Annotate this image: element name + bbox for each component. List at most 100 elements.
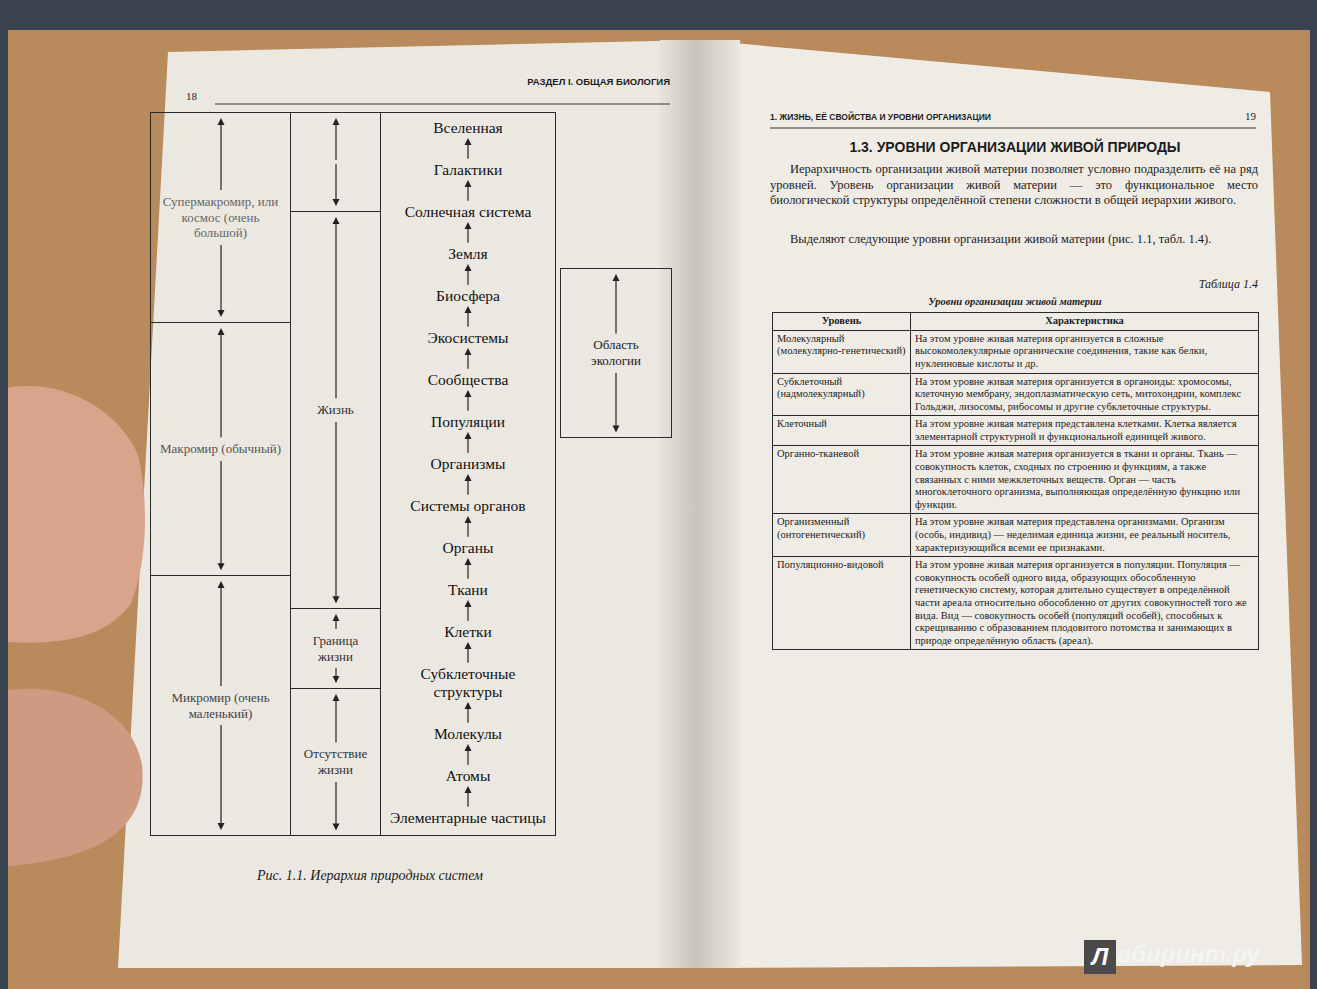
- arrow-line: [615, 373, 616, 427]
- arrow-holder: [329, 117, 343, 162]
- table-cell: Организменный (онтогенетический): [773, 514, 911, 557]
- arrow-line: [220, 123, 221, 190]
- arrow: [461, 743, 475, 767]
- table-cell-text: Популяционно-видовой: [777, 559, 906, 572]
- arrow-line: [467, 395, 468, 411]
- scale-name: Граница жизни: [293, 631, 378, 666]
- book-spine: [660, 40, 740, 968]
- arrow-line: [467, 749, 468, 765]
- scale-box: Микромир (очень маленький): [150, 575, 291, 836]
- arrow-holder: [461, 179, 475, 203]
- arrow-head: [332, 614, 339, 621]
- table-cell-text: Организменный (онтогенетический): [777, 516, 906, 541]
- scale-name: Отсутствие жизни: [293, 744, 378, 779]
- arrow-head: [332, 217, 339, 224]
- arrow: [609, 371, 623, 433]
- arrow-line: [335, 123, 336, 160]
- arrow-holder: [214, 459, 228, 571]
- arrow-head: [217, 118, 224, 125]
- arrow: [461, 473, 475, 497]
- table-column: [773, 313, 911, 650]
- arrow-holder: [329, 666, 343, 684]
- arrow: [461, 347, 475, 371]
- arrow-holder: [461, 305, 475, 329]
- blank-box: [290, 112, 381, 212]
- hierarchy-level: Атомы: [446, 767, 491, 785]
- arrow-holder: [609, 371, 623, 433]
- table-cell-text: На этом уровне живая материя организуетс…: [915, 333, 1254, 371]
- arrow-holder: [461, 263, 475, 287]
- hierarchy-level: Системы органов: [410, 497, 525, 515]
- arrow-line: [467, 437, 468, 453]
- arrow-line: [335, 782, 336, 825]
- page-text: 19: [1216, 110, 1256, 124]
- arrow: [214, 459, 228, 571]
- arrow-head: [465, 642, 472, 649]
- arrow: [329, 780, 343, 831]
- arrow-line: [467, 353, 468, 369]
- arrow-line: [467, 185, 468, 201]
- watermark: Л: [1084, 940, 1116, 974]
- page-text: РАЗДЕЛ I. ОБЩАЯ БИОЛОГИЯ: [420, 76, 670, 88]
- hierarchy-level: Солнечная система: [405, 203, 532, 221]
- arrow-holder: [329, 613, 343, 631]
- arrow-head: [465, 264, 472, 271]
- arrow-holder: [329, 162, 343, 207]
- arrow-line: [220, 586, 221, 686]
- scale-box: Область экологии: [560, 268, 672, 438]
- arrow: [461, 389, 475, 413]
- arrow-head: [465, 474, 472, 481]
- arrow: [329, 613, 343, 631]
- table-cell-text: Органно-тканевой: [777, 448, 906, 461]
- hierarchy-level: Ткани: [448, 581, 488, 599]
- arrow-head: [465, 432, 472, 439]
- arrow-holder: [214, 117, 228, 192]
- arrow-line: [335, 164, 336, 201]
- arrow-line: [467, 647, 468, 663]
- arrow-holder: [461, 347, 475, 371]
- scale-name: Жизнь: [313, 400, 358, 420]
- table-body: УровеньХарактеристикаМолекулярный (молек…: [773, 313, 1259, 650]
- table-header: Уровень: [777, 315, 906, 328]
- scale-name: Супермакромир, или космос (очень большой…: [153, 192, 288, 243]
- arrow-line: [467, 143, 468, 159]
- table-header: Характеристика: [915, 315, 1254, 328]
- right-page: [700, 40, 1302, 968]
- page-text: 1.3. УРОВНИ ОРГАНИЗАЦИИ ЖИВОЙ ПРИРОДЫ: [780, 139, 1250, 157]
- page-text: 1. ЖИЗНЬ, ЕЁ СВОЙСТВА И УРОВНИ ОРГАНИЗАЦ…: [770, 112, 1130, 123]
- arrow-head: [217, 310, 224, 317]
- arrow-holder: [609, 273, 623, 335]
- arrow-holder: [214, 327, 228, 439]
- arrow-holder: [329, 693, 343, 744]
- arrow-head: [217, 581, 224, 588]
- arrow-head: [465, 138, 472, 145]
- arrow-head: [465, 222, 472, 229]
- arrow-head: [332, 694, 339, 701]
- arrow-line: [467, 269, 468, 285]
- finger: [8, 689, 143, 866]
- table-cell: Характеристика: [911, 313, 1259, 331]
- page-text: Иерархичность организации живой материи …: [770, 162, 1258, 209]
- arrow-line: [335, 422, 336, 598]
- arrow-holder: [461, 389, 475, 413]
- scale-name: Микромир (очень маленький): [153, 688, 288, 723]
- table-cell: Популяционно-видовой: [773, 557, 911, 650]
- hierarchy-level: Популяции: [431, 413, 505, 431]
- header-rule: [215, 104, 670, 105]
- arrow-holder: [461, 515, 475, 539]
- table-cell: Клеточный: [773, 416, 911, 446]
- hierarchy-level: Органы: [443, 539, 494, 557]
- arrow: [329, 117, 343, 162]
- arrow: [214, 117, 228, 192]
- table-cell: Органно-тканевой: [773, 446, 911, 514]
- arrow-line: [220, 461, 221, 565]
- hierarchy-level: Вселенная: [433, 119, 503, 137]
- table-cell-text: Субклеточный (надмолекулярный): [777, 376, 906, 401]
- page-text: Уровни организации живой материи: [772, 295, 1258, 308]
- arrow: [214, 243, 228, 318]
- arrow-line: [467, 311, 468, 327]
- arrow-holder: [214, 580, 228, 688]
- table-cell: На этом уровне живая материя организуетс…: [911, 330, 1259, 373]
- table-row: Субклеточный (надмолекулярный)На этом ур…: [773, 373, 1259, 416]
- arrow: [329, 420, 343, 604]
